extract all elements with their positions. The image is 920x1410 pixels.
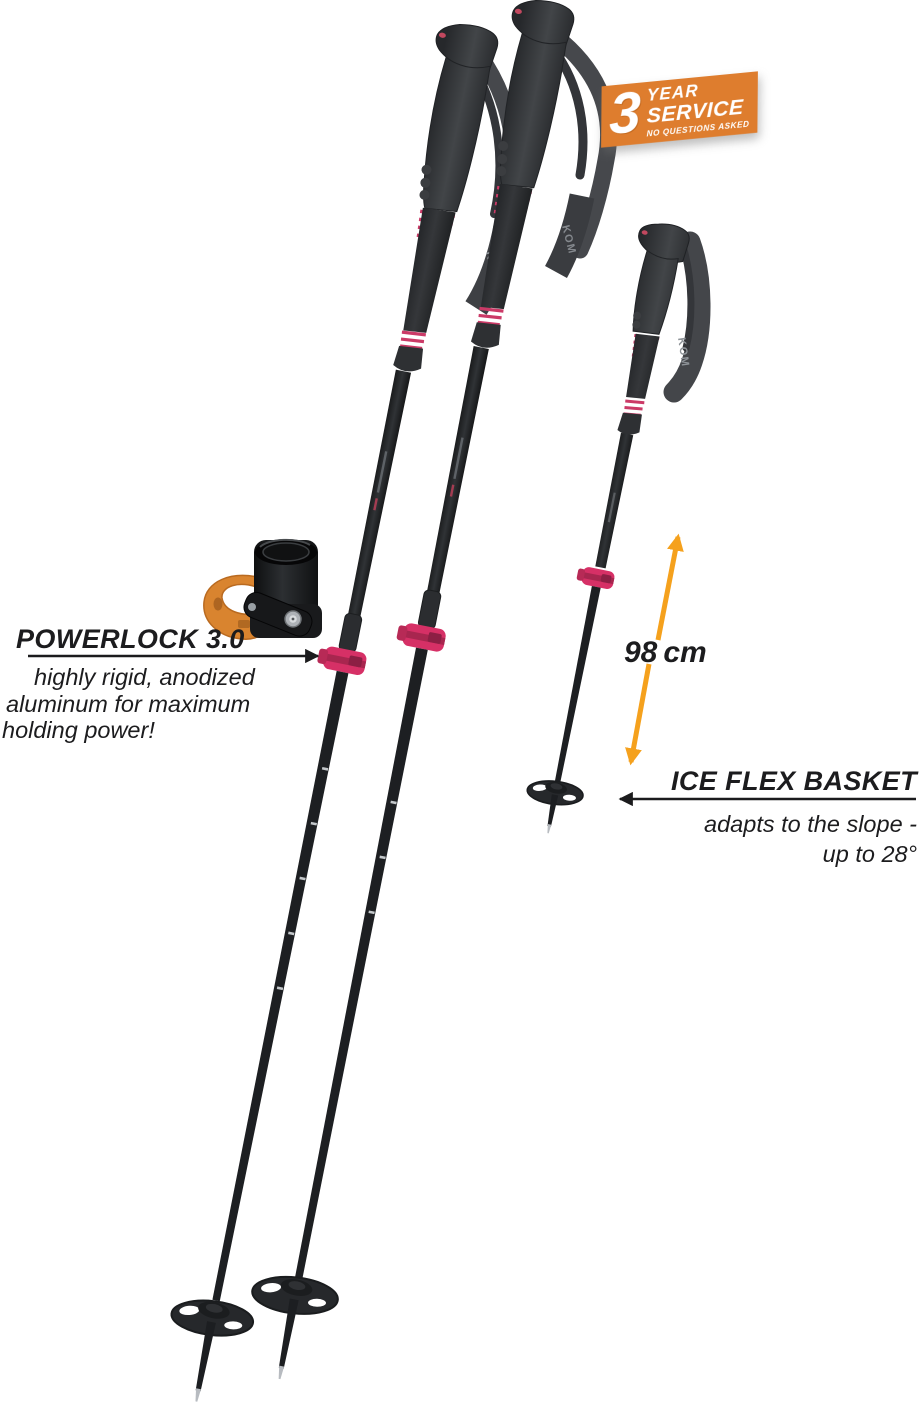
length-scale-marks <box>368 800 397 915</box>
powerlock-clamp <box>396 623 446 652</box>
pole-tip <box>547 794 559 827</box>
powerlock-title: POWERLOCK 3.0 <box>16 624 245 654</box>
upper-shaft <box>347 369 412 620</box>
measure-arrow-up <box>655 533 684 641</box>
badge-number: 3 <box>609 79 642 147</box>
strap-logo-right: KOM <box>675 337 691 369</box>
powerlock-desc-line1: highly rigid, anodized <box>34 664 255 690</box>
foam-grip <box>480 184 533 310</box>
grip-body <box>423 56 491 213</box>
grip-accent-dot <box>641 230 648 235</box>
tip-point <box>547 824 552 834</box>
powerlock-desc-line3: holding power! <box>2 717 155 743</box>
iceflex-desc-line2: up to 28° <box>822 841 917 867</box>
upper-shaft <box>595 432 634 569</box>
powerlock-clamp <box>317 646 367 675</box>
tip-point <box>195 1388 201 1402</box>
measurement-unit: cm <box>663 636 707 669</box>
pole-right <box>526 223 690 834</box>
pole-center <box>251 0 575 1380</box>
pole-left <box>170 23 499 1402</box>
pole-tip <box>195 1321 216 1392</box>
grip-accent-dot <box>514 8 522 15</box>
upper-shaft <box>426 346 489 597</box>
powerlock-closeup <box>203 538 322 640</box>
pole-tip <box>278 1298 299 1369</box>
lower-shaft <box>212 670 349 1302</box>
powerlock-desc-line2: aluminum for maximum <box>6 690 251 717</box>
foam-grip <box>626 333 660 399</box>
basket <box>251 1275 339 1315</box>
tip-point <box>278 1365 285 1380</box>
powerlock-clamp <box>576 567 615 589</box>
length-scale-marks <box>276 766 329 991</box>
iceflex-callout: ICE FLEX BASKET adapts to the slope - up… <box>671 766 917 869</box>
foam-grip <box>403 207 456 333</box>
iceflex-desc-line1: adapts to the slope - <box>704 811 917 837</box>
measure-arrow-down <box>625 663 652 766</box>
iceflex-title: ICE FLEX BASKET <box>670 766 917 796</box>
grip-body <box>632 249 679 335</box>
lower-shaft <box>554 586 601 784</box>
basket <box>526 780 584 806</box>
grip-body <box>499 32 567 189</box>
basket <box>170 1299 255 1337</box>
grip-accent-dot <box>438 32 446 38</box>
measurement-value: 98 <box>624 636 658 669</box>
powerlock-callout: POWERLOCK 3.0 highly rigid, anodized alu… <box>2 624 255 744</box>
lower-shaft <box>295 647 428 1279</box>
